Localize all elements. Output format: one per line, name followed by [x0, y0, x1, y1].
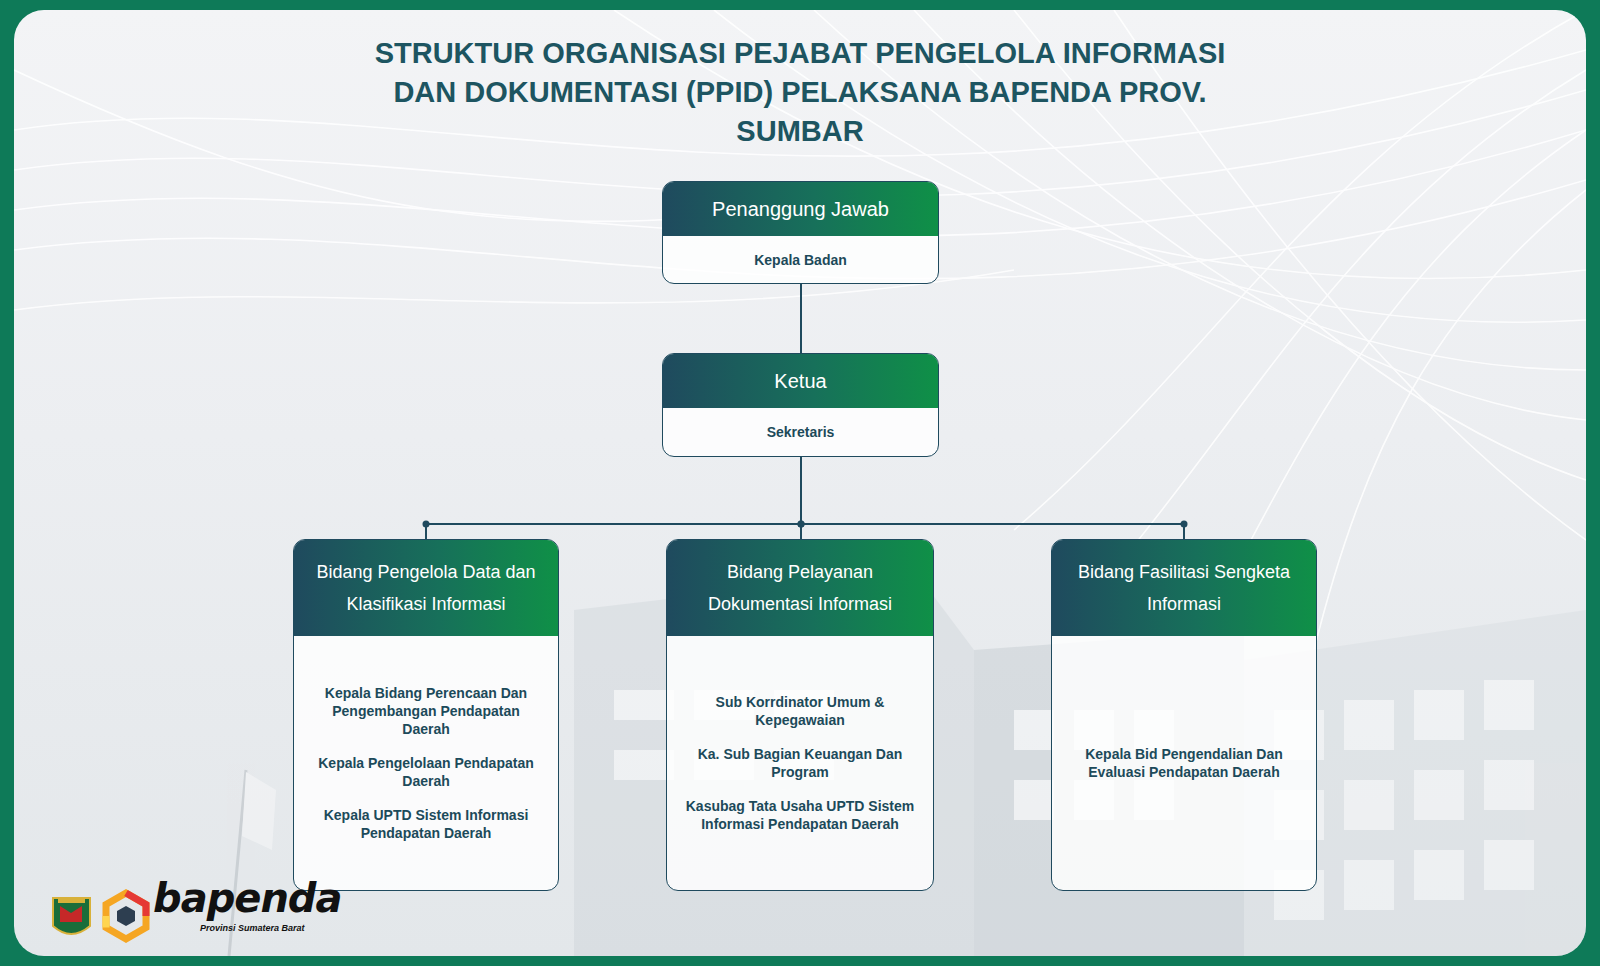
- org-box: Penanggung JawabKepala Badan: [662, 181, 939, 284]
- member-text: Ka. Sub Bagian Keuangan Dan Program: [683, 745, 917, 781]
- box-body: Sub Korrdinator Umum & KepegawaianKa. Su…: [667, 636, 933, 890]
- box-body: Sekretaris: [663, 408, 938, 456]
- box-header: Bidang Pengelola Data dan Klasifikasi In…: [294, 540, 558, 636]
- logo-wordmark: bapenda: [153, 876, 342, 920]
- member-text: Kasubag Tata Usaha UPTD Sistem Informasi…: [683, 797, 917, 833]
- logo-subtitle: Provinsi Sumatera Barat: [200, 923, 305, 934]
- box-body: Kepala Bid Pengendalian Dan Evaluasi Pen…: [1052, 636, 1316, 890]
- box-header: Penanggung Jawab: [663, 182, 938, 236]
- box-header: Ketua: [663, 354, 938, 408]
- member-text: Kepala UPTD Sistem Informasi Pendapatan …: [310, 806, 542, 842]
- box-body: Kepala Bidang Perencaan Dan Pengembangan…: [294, 636, 558, 890]
- member-text: Kepala Bidang Perencaan Dan Pengembangan…: [310, 684, 542, 738]
- province-crest: [53, 898, 90, 934]
- org-box: Bidang Fasilitasi Sengketa InformasiKepa…: [1051, 539, 1317, 891]
- org-connector: [426, 457, 801, 539]
- box-body: Kepala Badan: [663, 236, 938, 283]
- org-connector: [800, 284, 802, 353]
- org-box: Bidang Pengelola Data dan Klasifikasi In…: [293, 539, 559, 891]
- org-connector: [801, 457, 1184, 539]
- member-text: Sub Korrdinator Umum & Kepegawaian: [683, 693, 917, 729]
- bapenda-hex-icon: [106, 893, 146, 939]
- box-header: Bidang Pelayanan Dokumentasi Informasi: [667, 540, 933, 636]
- member-text: Kepala Bid Pengendalian Dan Evaluasi Pen…: [1068, 745, 1300, 781]
- diagram-title: STRUKTUR ORGANISASI PEJABAT PENGELOLA IN…: [340, 34, 1260, 151]
- box-header: Bidang Fasilitasi Sengketa Informasi: [1052, 540, 1316, 636]
- org-box: Bidang Pelayanan Dokumentasi InformasiSu…: [666, 539, 934, 891]
- org-box: KetuaSekretaris: [662, 353, 939, 457]
- member-text: Sekretaris: [767, 423, 835, 441]
- member-text: Kepala Badan: [754, 251, 847, 269]
- member-text: Kepala Pengelolaan Pendapatan Daerah: [310, 754, 542, 790]
